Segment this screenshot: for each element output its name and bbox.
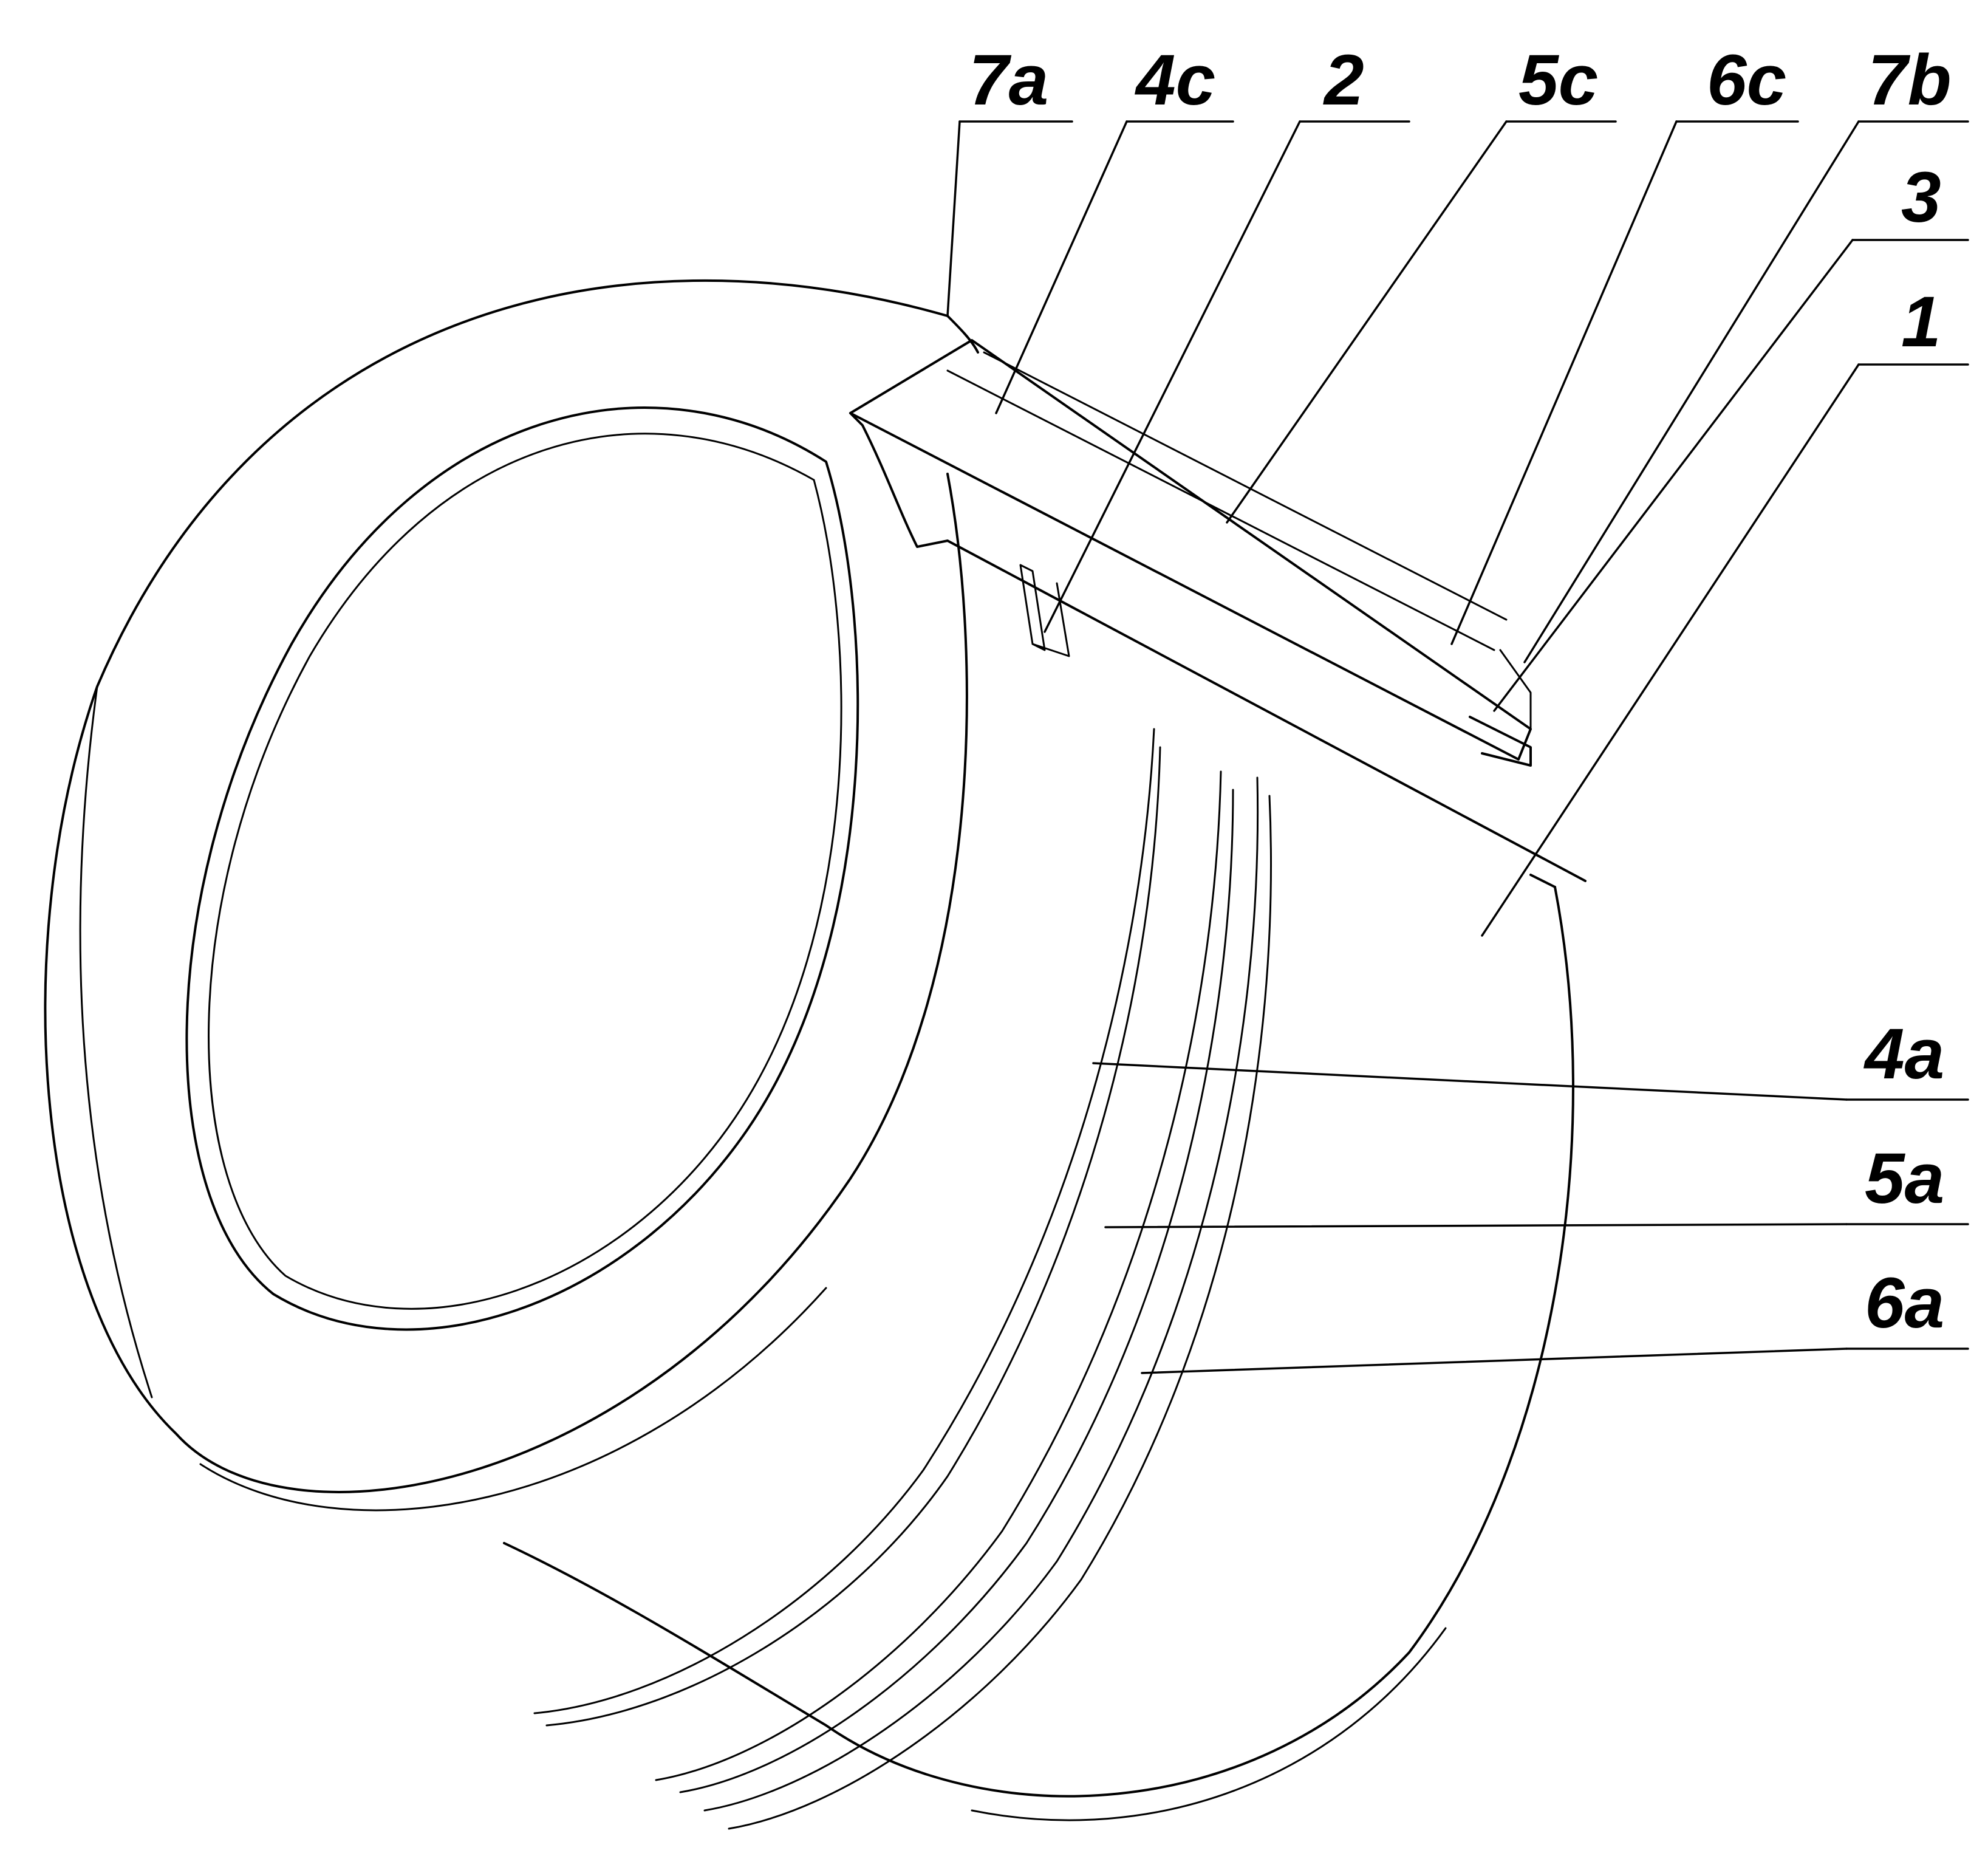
leader-7a	[946, 120, 961, 317]
reference-labels: 7a 4c 2 5c 6c 7b 3 1 4a 5a 6a	[969, 40, 1952, 1343]
label-2: 2	[1323, 40, 1364, 120]
leader-6a	[1141, 1347, 1848, 1374]
leader-1	[1481, 363, 1860, 937]
label-7b: 7b	[1868, 40, 1952, 120]
label-6c: 6c	[1707, 40, 1786, 120]
label-6a: 6a	[1865, 1263, 1944, 1343]
circumferential-grooves	[533, 728, 1272, 1830]
leader-lines	[946, 120, 1969, 1374]
leader-2	[1044, 120, 1301, 633]
leader-4c	[995, 120, 1128, 414]
leader-6c	[1450, 120, 1678, 645]
leader-4a	[1092, 1062, 1848, 1101]
leader-5a	[1104, 1223, 1848, 1228]
axial-slot-key	[849, 315, 1587, 882]
label-7a: 7a	[969, 40, 1048, 120]
label-4a: 4a	[1863, 1014, 1944, 1094]
leader-5c	[1226, 120, 1508, 524]
label-5c: 5c	[1518, 40, 1598, 120]
leader-7b	[1523, 120, 1860, 663]
label-1: 1	[1901, 282, 1941, 362]
leader-3	[1493, 239, 1854, 712]
cylinder-body	[44, 279, 1574, 1821]
label-4c: 4c	[1135, 40, 1215, 120]
label-3: 3	[1901, 157, 1941, 238]
label-5a: 5a	[1865, 1139, 1944, 1219]
